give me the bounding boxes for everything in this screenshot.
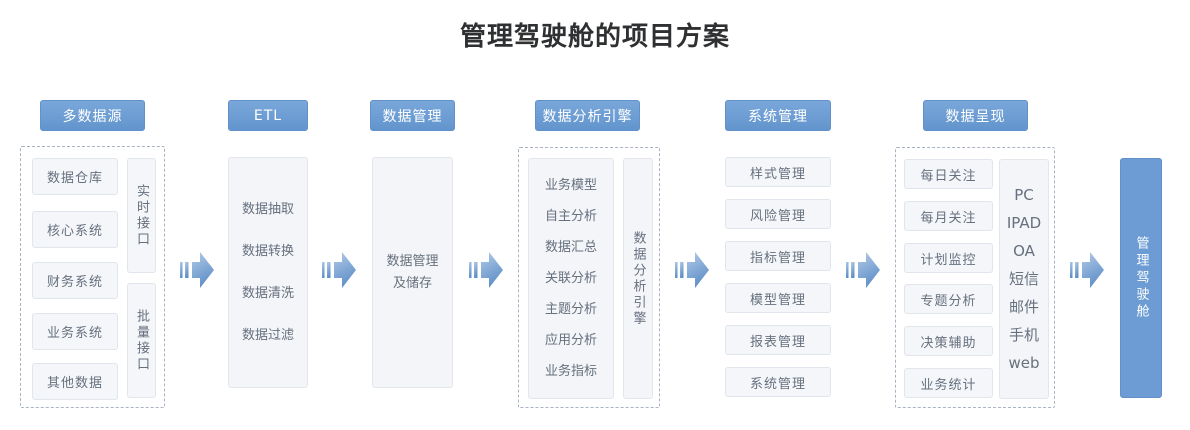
stage-header-datasources: 多数据源 [40,100,145,131]
view-box: 决策辅助 [904,326,993,356]
analytics-function: 业务指标 [544,363,597,379]
view-box: 每月关注 [904,201,993,231]
sysmgmt-module: 样式管理 [725,157,831,187]
channel-label: 短信 [1008,269,1039,288]
channel-label: web [1008,353,1040,372]
etl-step: 数据过滤 [241,327,294,343]
datamgmt-label-line: 及储存 [392,275,432,291]
stage-header-sysmgmt: 系统管理 [725,100,831,131]
etl-step: 数据转换 [241,243,294,259]
source-box: 其他数据 [32,363,118,400]
etl-panel: 数据抽取 数据转换 数据清洗 数据过滤 [228,157,308,388]
interface-box-realtime: 实时接口 [127,158,156,273]
source-box: 财务系统 [32,262,118,299]
sysmgmt-module: 模型管理 [725,283,831,313]
flow-arrow-icon [675,252,709,288]
channel-label: IPAD [1006,213,1042,232]
sysmgmt-module: 指标管理 [725,241,831,271]
view-box: 业务统计 [904,368,993,398]
stage-header-analytics: 数据分析引擎 [535,100,640,131]
stage-header-etl: ETL [228,100,308,131]
stage-header-datamgmt: 数据管理 [370,100,455,131]
analytics-group: 业务模型 自主分析 数据汇总 关联分析 主题分析 应用分析 业务指标 数据分析引… [518,147,660,408]
analytics-functions-panel: 业务模型 自主分析 数据汇总 关联分析 主题分析 应用分析 业务指标 [528,158,614,399]
datamgmt-label-line: 数据管理 [386,253,439,269]
flow-arrow-icon [1070,252,1104,288]
analytics-function: 自主分析 [544,208,597,224]
analytics-function: 数据汇总 [544,239,597,255]
channel-label: OA [1013,241,1035,260]
page-title: 管理驾驶舱的项目方案 [459,22,730,52]
channel-label: 邮件 [1008,297,1039,316]
view-box: 计划监控 [904,243,993,273]
analytics-side-label: 数据分析引擎 [623,158,653,399]
etl-step: 数据抽取 [241,201,294,217]
datasources-group: 数据仓库 核心系统 财务系统 业务系统 其他数据 实时接口 批量接口 [20,146,165,408]
view-box: 每日关注 [904,159,993,189]
flow-arrow-icon [180,252,214,288]
channel-label: PC [1014,185,1034,204]
flow-arrow-icon [322,252,356,288]
sysmgmt-module: 风险管理 [725,199,831,229]
analytics-function: 主题分析 [544,301,597,317]
interface-box-batch: 批量接口 [127,283,156,398]
etl-step: 数据清洗 [241,285,294,301]
presentation-group: 每日关注 每月关注 计划监控 专题分析 决策辅助 业务统计 PC IPAD OA… [895,147,1055,408]
channels-panel: PC IPAD OA 短信 邮件 手机 web [999,159,1049,399]
source-box: 核心系统 [32,211,118,248]
sysmgmt-module: 系统管理 [725,367,831,397]
source-box: 数据仓库 [32,158,118,195]
flow-arrow-icon [846,252,880,288]
sysmgmt-module: 报表管理 [725,325,831,355]
analytics-function: 关联分析 [544,270,597,286]
datamgmt-panel: 数据管理 及储存 [372,157,453,388]
stage-header-presentation: 数据呈现 [923,100,1028,131]
view-box: 专题分析 [904,284,993,314]
analytics-function: 应用分析 [544,332,597,348]
source-box: 业务系统 [32,313,118,350]
final-cockpit-box: 管理驾驶舱 [1120,158,1162,398]
flow-arrow-icon [469,252,503,288]
channel-label: 手机 [1008,325,1039,344]
analytics-function: 业务模型 [544,177,597,193]
